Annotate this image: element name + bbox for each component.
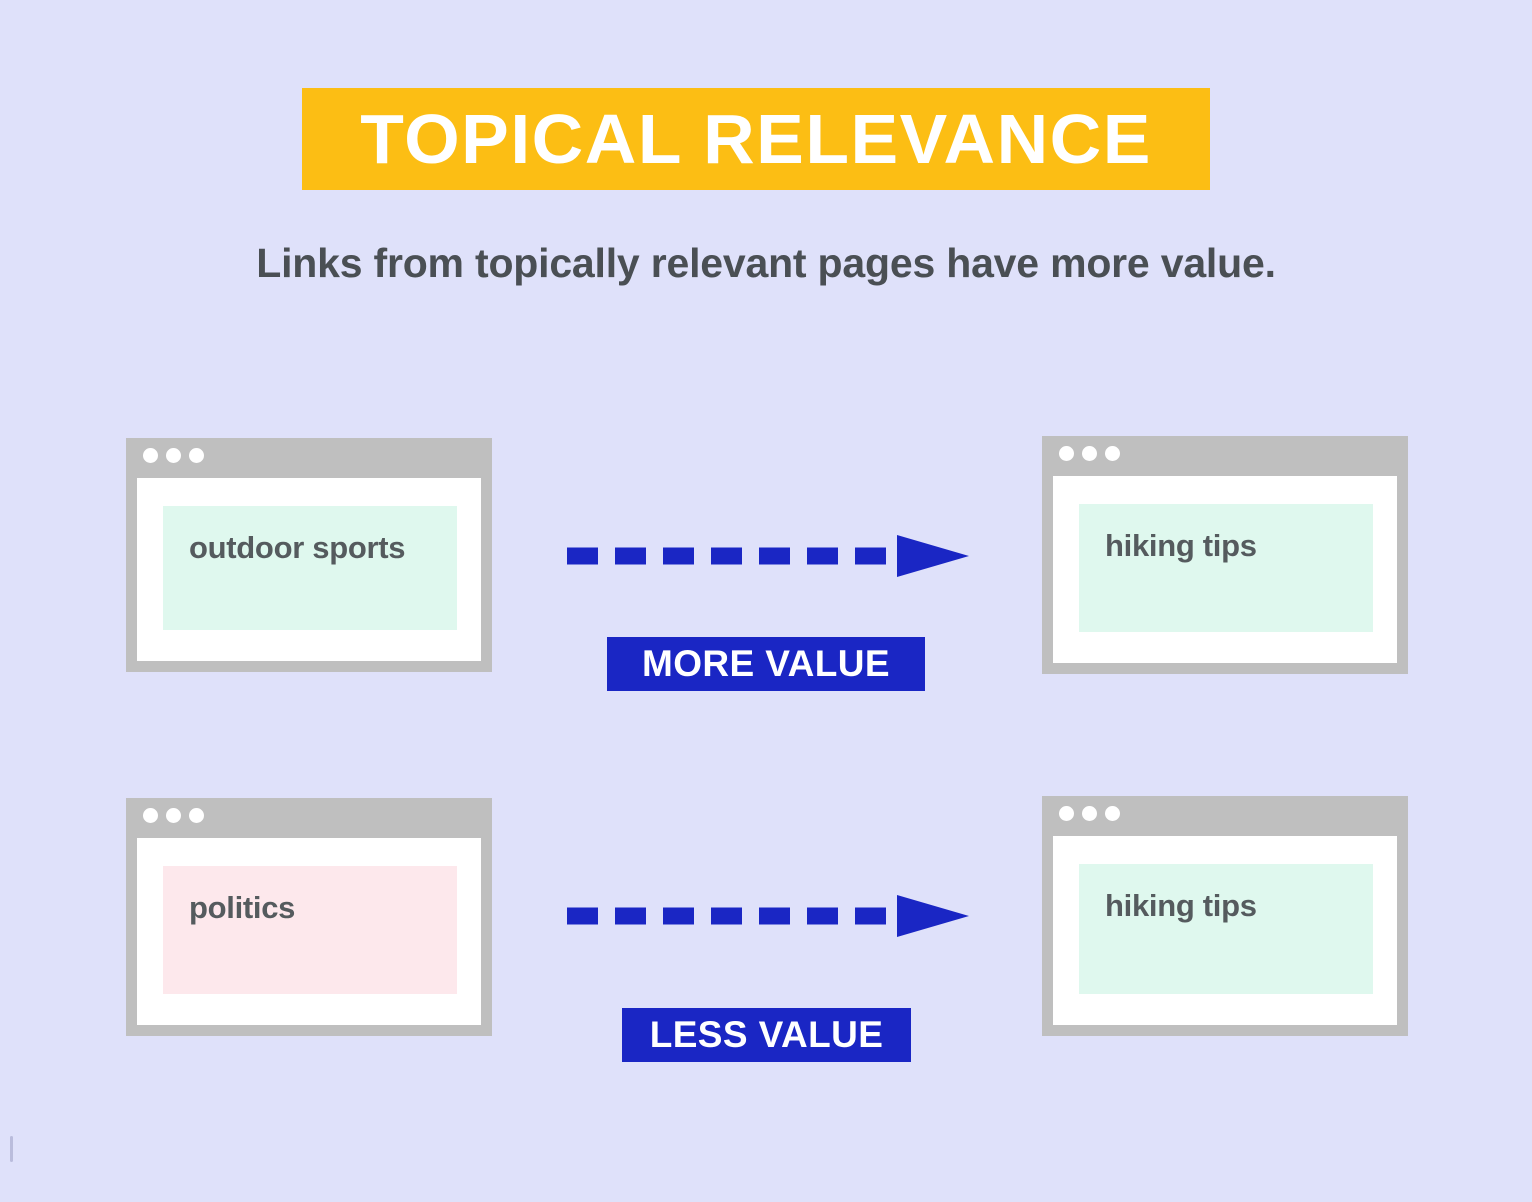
browser-window-target-hiking-tips-bottom: hiking tips bbox=[1042, 796, 1408, 1036]
page-title: TOPICAL RELEVANCE bbox=[360, 100, 1152, 178]
window-dot-icon bbox=[166, 807, 181, 823]
window-dot-icon bbox=[1105, 805, 1120, 821]
window-dot-icon bbox=[166, 447, 181, 463]
window-dot-icon bbox=[1082, 445, 1097, 461]
window-dot-icon bbox=[189, 807, 204, 823]
window-dot-icon bbox=[1059, 445, 1074, 461]
page-topic-label: hiking tips bbox=[1105, 528, 1257, 563]
browser-window-source-outdoor-sports: outdoor sports bbox=[126, 438, 492, 672]
badge-less-value: LESS VALUE bbox=[622, 1008, 911, 1062]
page-topic-label: politics bbox=[189, 890, 296, 925]
page-topic-box: outdoor sports bbox=[163, 506, 457, 630]
arrow-head-icon bbox=[897, 535, 969, 577]
browser-window-target-hiking-tips-top: hiking tips bbox=[1042, 436, 1408, 674]
page-subtitle: Links from topically relevant pages have… bbox=[256, 240, 1276, 286]
window-dot-icon bbox=[143, 447, 158, 463]
edge-artifact-mark bbox=[10, 1136, 13, 1162]
page-topic-box: politics bbox=[163, 866, 457, 994]
browser-viewport: hiking tips bbox=[1053, 476, 1397, 663]
window-dot-icon bbox=[143, 807, 158, 823]
window-dot-icon bbox=[1059, 805, 1074, 821]
window-dot-icon bbox=[189, 447, 204, 463]
browser-viewport: outdoor sports bbox=[137, 478, 481, 661]
browser-viewport: politics bbox=[137, 838, 481, 1025]
page-topic-label: outdoor sports bbox=[189, 530, 406, 565]
browser-viewport: hiking tips bbox=[1053, 836, 1397, 1025]
page-topic-box: hiking tips bbox=[1079, 504, 1373, 632]
window-dot-icon bbox=[1105, 445, 1120, 461]
title-banner: TOPICAL RELEVANCE bbox=[302, 88, 1210, 190]
browser-titlebar bbox=[1042, 436, 1408, 470]
page-topic-box: hiking tips bbox=[1079, 864, 1373, 994]
browser-window-source-politics: politics bbox=[126, 798, 492, 1036]
link-arrow-less-value bbox=[563, 894, 973, 938]
page-topic-label: hiking tips bbox=[1105, 888, 1257, 923]
link-arrow-more-value bbox=[563, 534, 973, 578]
browser-titlebar bbox=[126, 798, 492, 832]
window-dot-icon bbox=[1082, 805, 1097, 821]
badge-more-value: MORE VALUE bbox=[607, 637, 925, 691]
browser-titlebar bbox=[1042, 796, 1408, 830]
browser-titlebar bbox=[126, 438, 492, 472]
badge-more-value-label: MORE VALUE bbox=[642, 643, 890, 684]
arrow-head-icon bbox=[897, 895, 969, 937]
badge-less-value-label: LESS VALUE bbox=[649, 1014, 884, 1055]
